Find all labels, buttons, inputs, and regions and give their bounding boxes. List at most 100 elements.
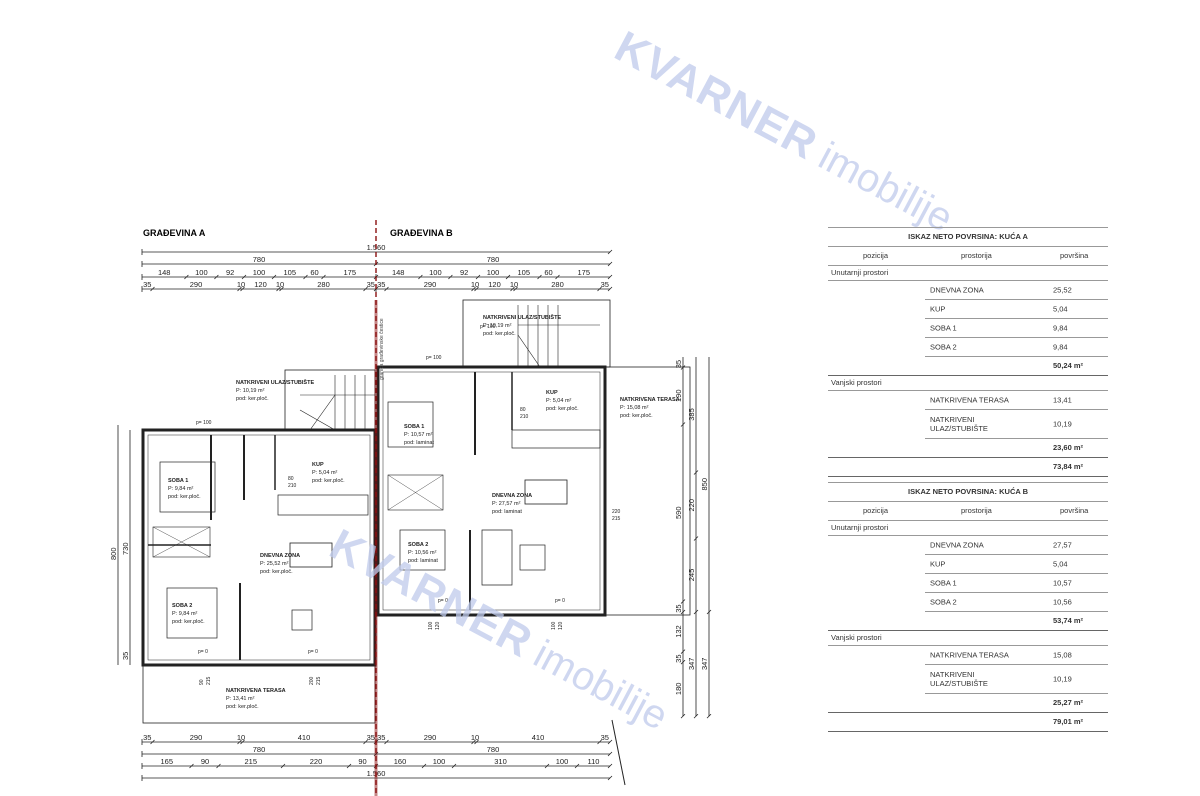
- dimension-label: 35: [674, 360, 683, 368]
- dimension-label: 120: [254, 280, 267, 289]
- b-bed-2: [399, 529, 446, 571]
- total-row: 73,84 m²: [828, 458, 1108, 477]
- dimension-label: 730: [121, 542, 130, 555]
- opening-labels: p= 100 p= 100 p= 100 p= 0 p= 0 p= 0 p= 0…: [196, 324, 621, 685]
- dimension-label: 780: [487, 745, 500, 754]
- dimension-label: 385: [687, 408, 696, 421]
- dimension-label: 148: [392, 268, 405, 277]
- dimension-label: 215: [244, 757, 257, 766]
- boundary-label: granica građevinske čestice: [379, 318, 385, 380]
- column-header: pozicija: [863, 251, 889, 260]
- a-bed-1: [159, 461, 216, 513]
- column-header: pozicija: [863, 506, 889, 515]
- dimension-label: 347: [687, 658, 696, 671]
- table-title: ISKAZ NETO POVRSINA: KUĆA B: [828, 482, 1108, 502]
- total-row: 79,01 m²: [828, 713, 1108, 732]
- b-bed-1: [387, 401, 434, 448]
- dimension-label: 10: [237, 733, 245, 742]
- b-kitchen-counter: [511, 429, 601, 449]
- dimension-label: 100: [195, 268, 208, 277]
- door-height-label: 210: [288, 483, 297, 489]
- section-label: Unutarnji prostori: [828, 266, 1108, 281]
- room-area: P: 10,56 m²: [408, 550, 437, 556]
- a-terrace: [142, 664, 376, 724]
- dimension-label: 35: [121, 652, 130, 660]
- dimension-label: 92: [460, 268, 468, 277]
- dimension-label: 35: [367, 280, 375, 289]
- dimension-label: 10: [237, 280, 245, 289]
- room-name: NATKRIVENA TERASA: [226, 688, 286, 694]
- a-dining-table: [289, 542, 333, 568]
- dimension-label: 90: [201, 757, 209, 766]
- dimension-label: 10: [510, 280, 518, 289]
- dimension-label: 110: [588, 757, 600, 766]
- subtotal-row: 53,74 m²: [828, 612, 1108, 631]
- subtotal-row: 23,60 m²: [828, 439, 1108, 458]
- a-entrance-area: [284, 369, 376, 431]
- dimension-label: 35: [601, 733, 609, 742]
- dimension-label: 10: [471, 280, 479, 289]
- dimension-label: 220: [310, 757, 323, 766]
- dimension-label: 100: [487, 268, 500, 277]
- column-header: prostorija: [961, 251, 992, 260]
- window-sill-label: p= 0: [308, 649, 318, 655]
- dimension-label: 175: [343, 268, 356, 277]
- dimension-label: 190: [674, 389, 683, 402]
- dimension-label: 132: [674, 625, 683, 638]
- dimension-label: 35: [143, 733, 151, 742]
- room-floor: pod: laminat: [492, 509, 522, 515]
- dimension-label: 290: [424, 733, 437, 742]
- room-floor: pod: ker.ploč.: [260, 569, 293, 575]
- dimension-label: 410: [532, 733, 545, 742]
- window-width-label: 100: [551, 621, 557, 630]
- room-area: P: 9,84 m²: [168, 486, 194, 492]
- dimension-label: 290: [190, 733, 203, 742]
- room-area: P: 10,57 m²: [404, 432, 433, 438]
- dimension-label: 105: [283, 268, 296, 277]
- window-sill-label: p= 0: [438, 598, 448, 604]
- window-sill-label: p= 100: [426, 355, 442, 361]
- dimension-label: 60: [310, 268, 318, 277]
- room-area: P: 10,19 m²: [236, 388, 265, 394]
- section-label: Unutarnji prostori: [828, 521, 1108, 536]
- building-b-title: GRAĐEVINA B: [390, 228, 453, 238]
- room-floor: pod: ker.ploč.: [312, 478, 345, 484]
- room-area: P: 10,19 m²: [483, 323, 512, 329]
- room-name: KUP: [546, 390, 558, 396]
- dimension-label: 35: [377, 733, 385, 742]
- a-bed-2: [166, 587, 218, 639]
- dimension-label: 35: [367, 733, 375, 742]
- a-kitchen-counter: [277, 494, 369, 516]
- a-stairs-icon: [299, 375, 375, 431]
- dimension-label: 10: [276, 280, 284, 289]
- dimension-label: 220: [687, 499, 696, 512]
- door-height-label: 215: [206, 676, 212, 685]
- dimension-label: 310: [494, 757, 507, 766]
- dimension-label: 35: [601, 280, 609, 289]
- room-name: DNEVNA ZONA: [260, 553, 300, 559]
- b-terrace: [604, 366, 691, 616]
- door-height-label: 215: [316, 676, 322, 685]
- door-width-label: 220: [612, 509, 621, 515]
- dimension-label: 92: [226, 268, 234, 277]
- dimension-label: 780: [487, 255, 500, 264]
- room-name: DNEVNA ZONA: [492, 493, 532, 499]
- room-area: P: 27,57 m²: [492, 501, 521, 507]
- window-sill-label: p= 100: [480, 324, 496, 330]
- column-header: površina: [1060, 251, 1089, 260]
- dimension-label: 280: [317, 280, 330, 289]
